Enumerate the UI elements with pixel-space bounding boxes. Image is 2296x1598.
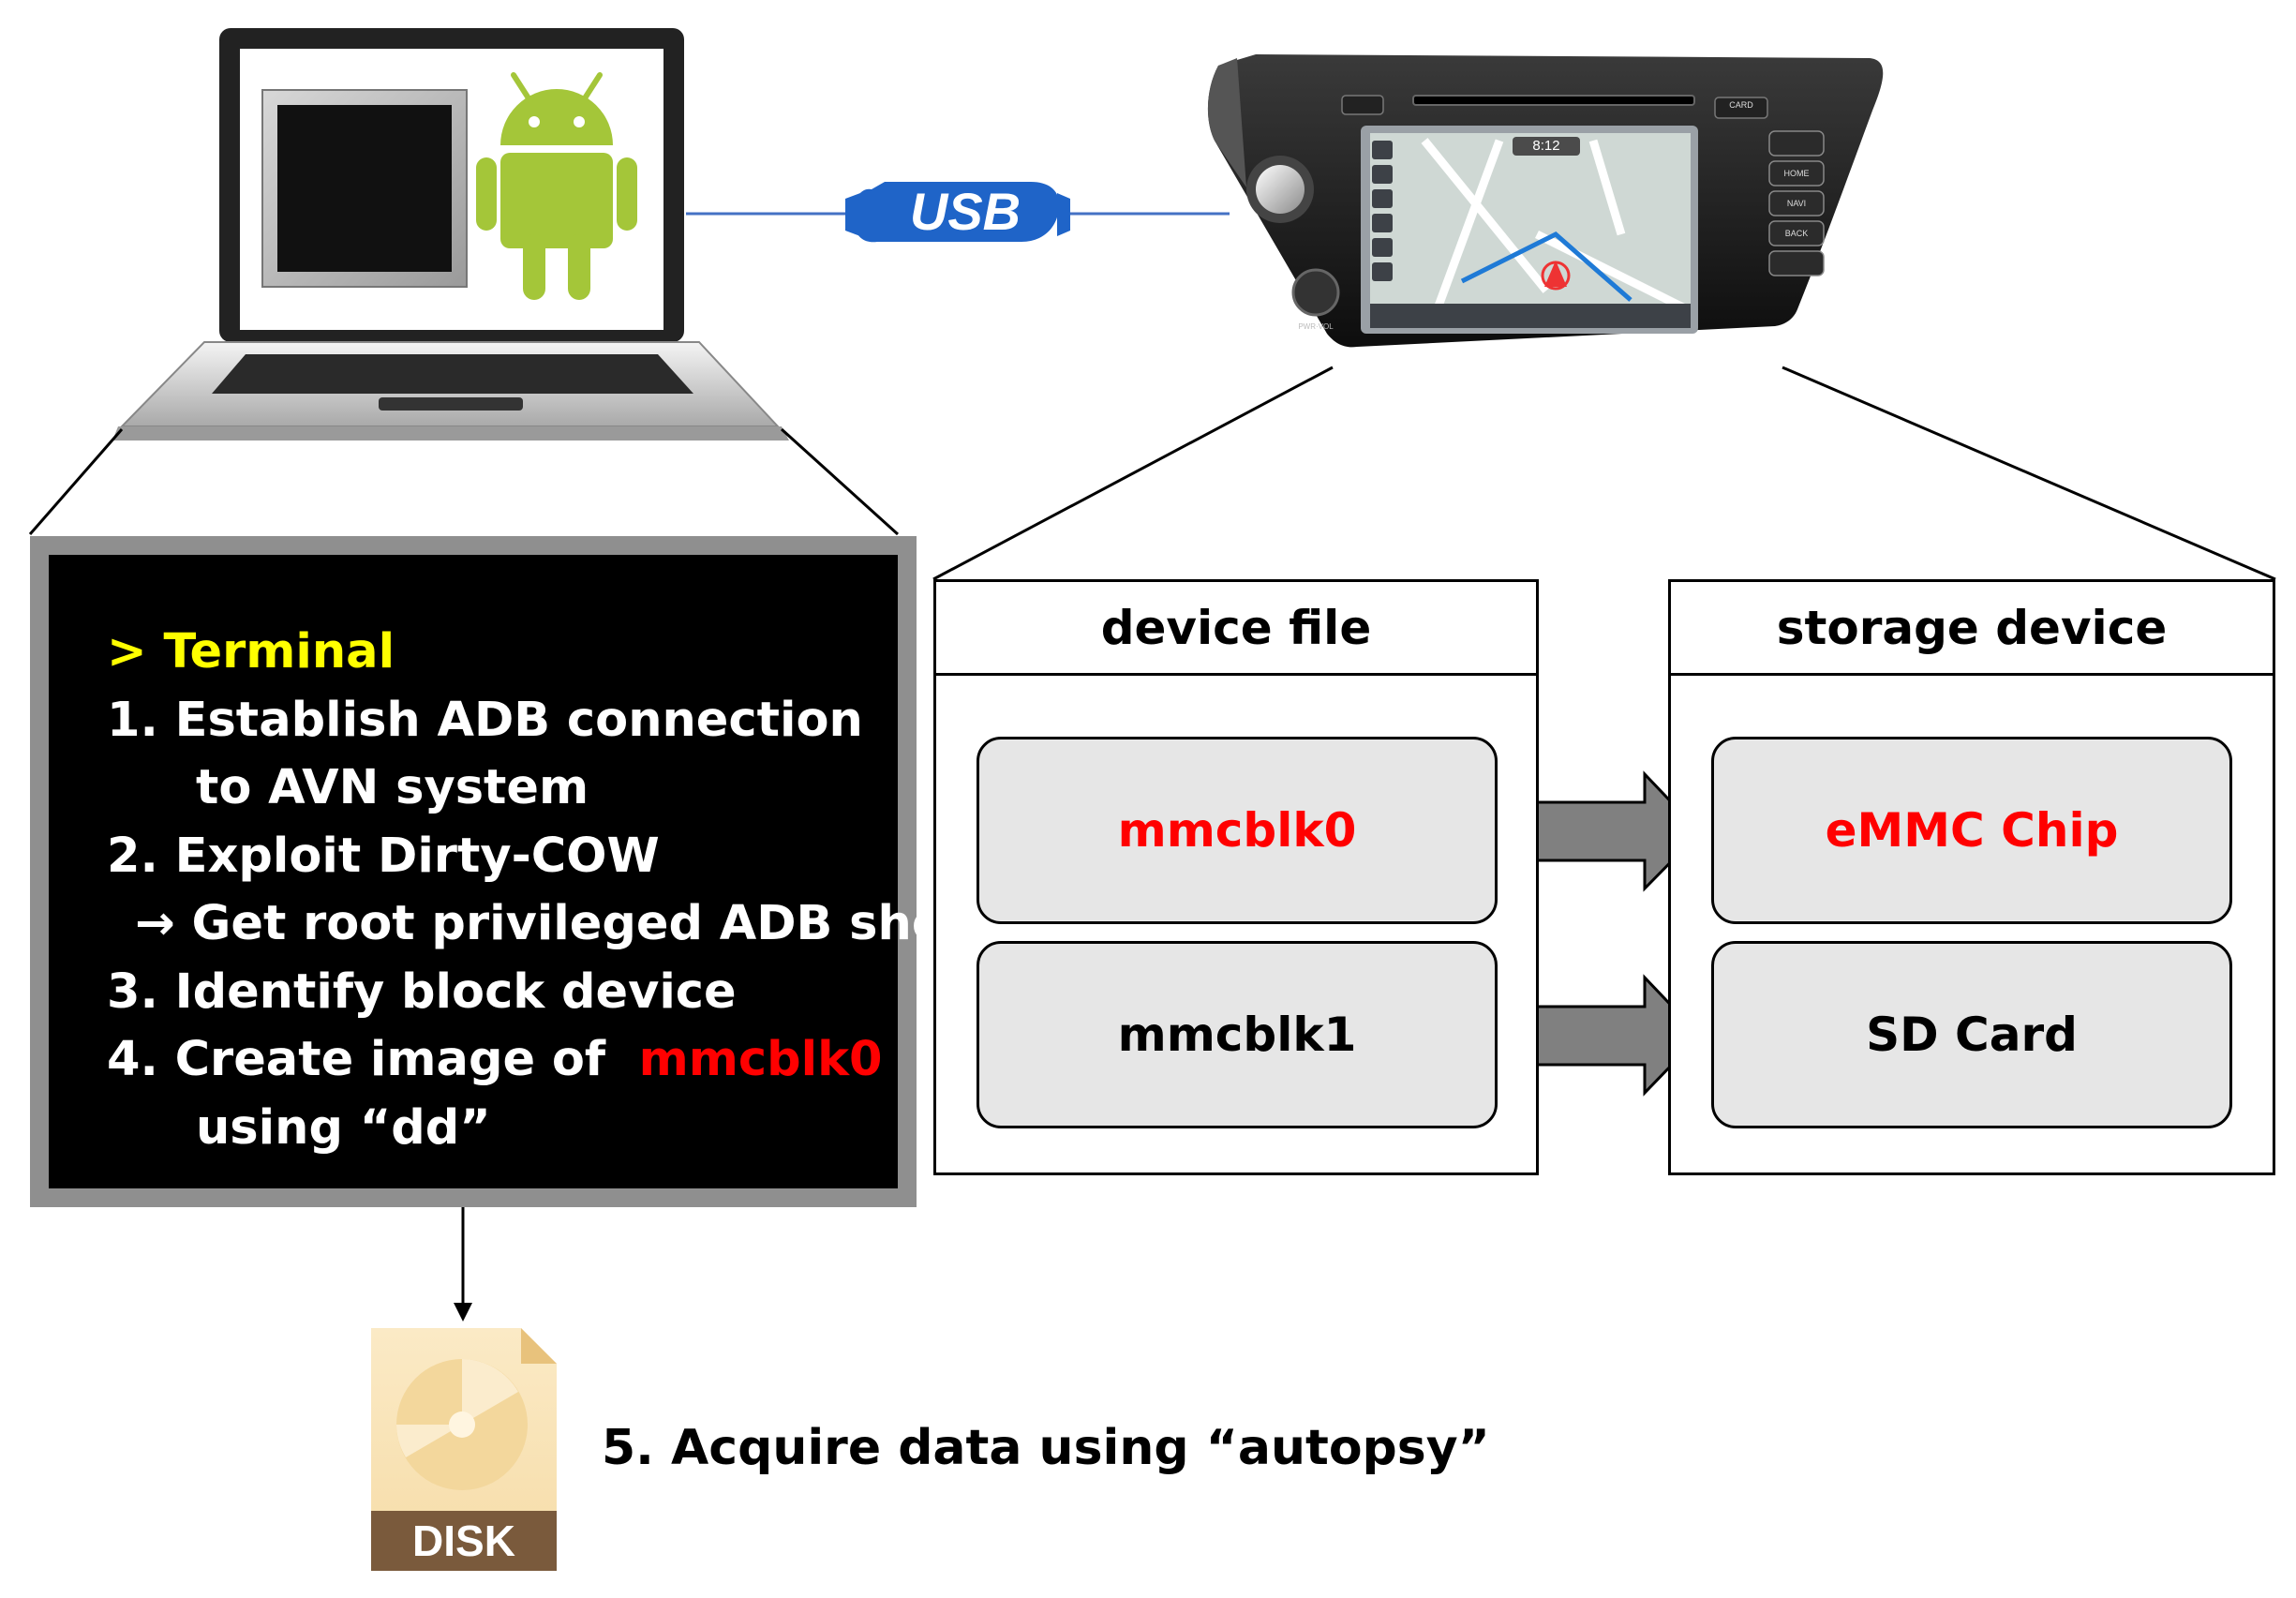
device-file-header: device file — [936, 582, 1536, 676]
avn-home-button[interactable]: HOME — [1783, 169, 1810, 178]
avn-clock: 8:12 — [1532, 138, 1560, 154]
step-1-cont: to AVN system — [196, 760, 589, 815]
terminal-title: > Terminal — [107, 624, 395, 680]
android-icon — [476, 72, 637, 300]
avn-back-button[interactable]: BACK — [1784, 229, 1809, 238]
avn-navi-button[interactable]: NAVI — [1786, 199, 1807, 208]
step-2: 2. Exploit Dirty-COW — [107, 828, 660, 884]
storage-sd-card: SD Card — [1711, 941, 2232, 1128]
usb-label: USB — [909, 181, 1021, 241]
disk-icon — [371, 1328, 557, 1571]
step-4-cont: using “dd” — [196, 1099, 491, 1156]
step-2-cont: → Get root privileged ADB shell — [135, 896, 977, 951]
storage-device-header: storage device — [1671, 582, 2273, 676]
avn-hard-buttons — [1768, 130, 1825, 276]
avn-unit-icon — [1207, 54, 1884, 348]
step-5: 5. Acquire data using “autopsy” — [602, 1420, 1490, 1476]
step-4-prefix: 4. Create image of — [107, 1032, 606, 1087]
device-file-mmcblk1: mmcblk1 — [977, 941, 1498, 1128]
map-icon — [1421, 138, 1690, 321]
tablet-icon — [261, 89, 468, 288]
disk-label: DISK — [412, 1516, 515, 1565]
device-file-mmcblk0: mmcblk0 — [977, 737, 1498, 924]
step-1: 1. Establish ADB connection — [107, 692, 863, 748]
step-4: 4. Create image of mmcblk0 — [107, 1026, 977, 1095]
step-4-highlight: mmcblk0 — [638, 1032, 883, 1087]
terminal-panel: > Terminal 1. Establish ADB connection t… — [30, 536, 977, 1207]
terminal-steps: > Terminal 1. Establish ADB connection t… — [107, 619, 977, 1162]
storage-emmc-chip: eMMC Chip — [1711, 737, 2232, 924]
avn-card-label: CARD — [1729, 100, 1753, 110]
step-3: 3. Identify block device — [107, 963, 737, 1020]
laptop-icon — [112, 28, 789, 441]
usb-logo — [845, 182, 1070, 243]
avn-knob-label: PWR·VOL — [1298, 322, 1334, 331]
